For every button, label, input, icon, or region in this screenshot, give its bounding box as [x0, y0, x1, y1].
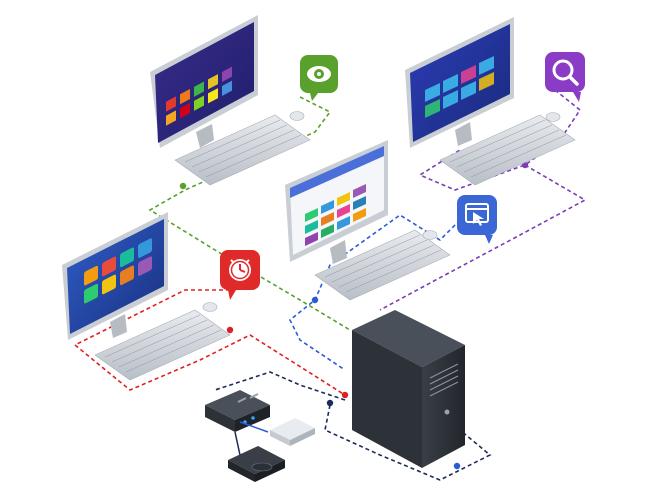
drive-bays: [429, 363, 459, 397]
green-link: [148, 96, 351, 331]
workstation-top-right: [405, 17, 585, 186]
badge-clock: [220, 250, 260, 300]
eye-icon: [307, 66, 331, 82]
monitor-stand: [110, 314, 127, 338]
tower-left-side: [352, 330, 422, 468]
app-icons: [84, 238, 152, 304]
badge-window: [457, 195, 497, 244]
optical-drive: [228, 431, 285, 482]
workstation-left: [62, 212, 260, 381]
screen-tiles: [166, 66, 232, 126]
keyboard: [439, 114, 576, 186]
tower-top: [352, 310, 465, 367]
keyboard-keys: [184, 119, 302, 178]
workstation-top-left: [150, 15, 338, 186]
keyboard-keys: [324, 234, 442, 293]
search-icon: [552, 59, 579, 86]
mouse: [422, 230, 438, 240]
monitor-screen: [410, 24, 510, 142]
red-link: [73, 289, 346, 396]
monitor-screen: [155, 22, 254, 143]
screen-grid: [305, 184, 366, 246]
navy-link: [214, 371, 492, 481]
monitor-stand: [330, 240, 347, 264]
badge-eye: [300, 55, 338, 101]
keyboard: [314, 229, 451, 301]
mouse: [545, 112, 561, 122]
external-drive: [239, 418, 315, 446]
mouse: [289, 111, 305, 121]
tower-front: [422, 345, 465, 468]
router-box: [205, 390, 270, 432]
monitor-stand: [196, 124, 214, 148]
power-indicator: [444, 409, 450, 415]
workstation-center: [285, 140, 497, 301]
mouse: [202, 302, 218, 312]
monitor-stand: [455, 122, 472, 146]
connection-dots: [179, 161, 529, 470]
keyboard-keys: [449, 119, 567, 178]
badge-search: [545, 52, 585, 102]
keyboard-keys: [104, 314, 222, 373]
screen-tiles: [425, 56, 494, 118]
cursor-window-icon: [465, 203, 489, 226]
server-tower: [352, 310, 465, 468]
clock-icon: [229, 259, 251, 281]
screen-header: [290, 146, 384, 198]
